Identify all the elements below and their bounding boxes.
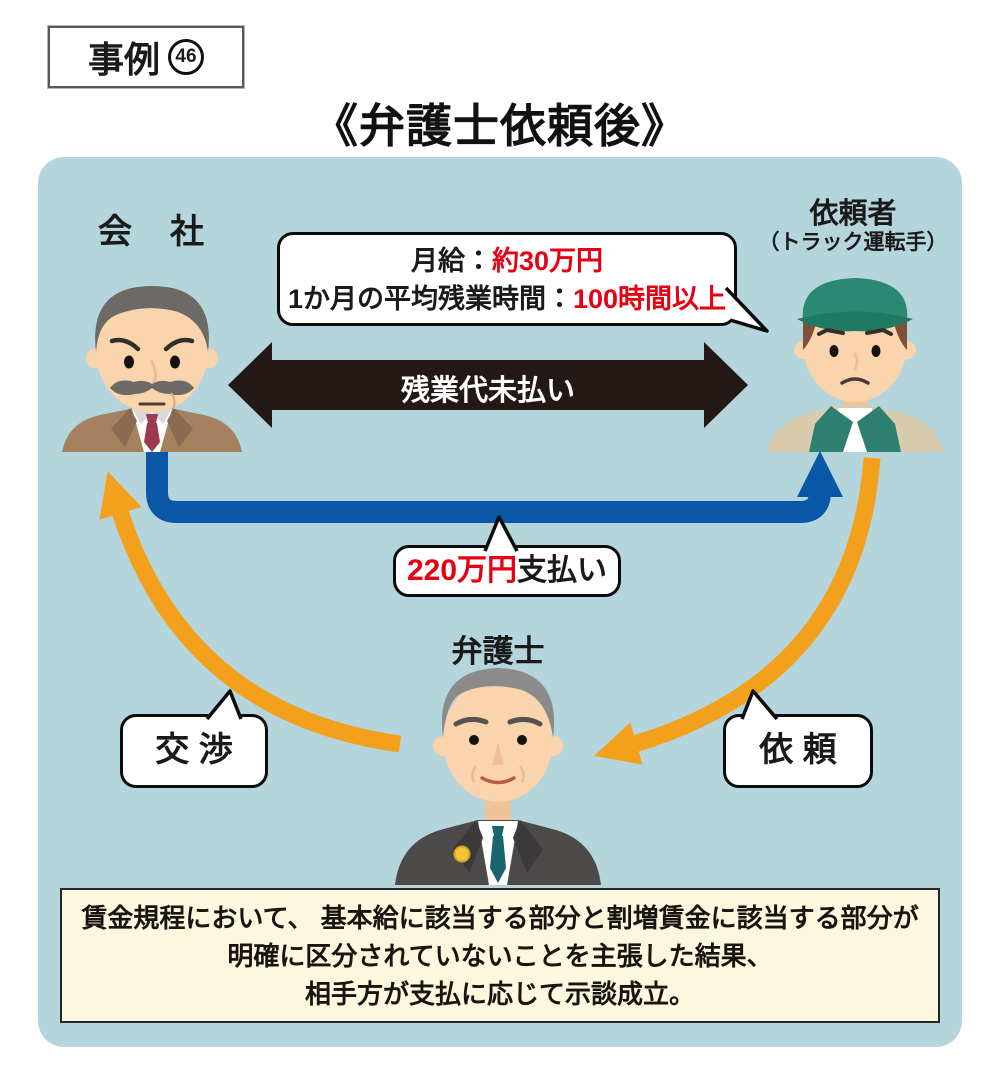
company-lapel-right bbox=[167, 408, 193, 447]
client-hair-right bbox=[894, 322, 907, 350]
lawyer-label: 弁護士 bbox=[451, 634, 545, 669]
lawyer-nose bbox=[492, 742, 504, 765]
dispute-arrow-label: 残業代未払い bbox=[400, 375, 575, 407]
case-number-box: 事例 46 bbox=[48, 26, 244, 88]
negotiation-arrow bbox=[99, 471, 402, 753]
client-label: 依頼者 bbox=[809, 198, 897, 230]
lawyer-badge-icon bbox=[453, 845, 471, 863]
payment-bubble: 220万円支払い bbox=[393, 545, 621, 597]
client-collar-left bbox=[809, 406, 853, 452]
company-hair bbox=[95, 286, 209, 352]
salary-line2: 1か月の平均残業時間：100時間以上 bbox=[280, 280, 734, 318]
client-eye-right bbox=[871, 345, 881, 357]
company-eyebrow-right bbox=[163, 337, 195, 352]
dispute-arrow bbox=[228, 342, 748, 428]
company-label: 会 社 bbox=[98, 213, 206, 251]
lawyer-wrinkle-right bbox=[518, 765, 525, 783]
salary-line1: 月給：約30万円 bbox=[280, 242, 734, 280]
lawyer-lapel-right bbox=[513, 820, 543, 873]
client-collar-right bbox=[857, 406, 901, 452]
company-collar-right bbox=[152, 408, 172, 424]
lawyer-wrinkle-left bbox=[471, 765, 478, 783]
company-tie-knot bbox=[146, 414, 158, 423]
lawyer-face bbox=[443, 678, 553, 802]
client-hair-left bbox=[803, 322, 816, 350]
diagram-artwork bbox=[62, 278, 943, 885]
salary-callout-bubble: 月給：約30万円 1か月の平均残業時間：100時間以上 bbox=[277, 232, 737, 326]
salary-line1-value: 約30万円 bbox=[491, 246, 604, 276]
client-mouth bbox=[840, 377, 870, 385]
result-box: 賃金規程において、 基本給に該当する部分と割増賃金に該当する部分が 明確に区分さ… bbox=[60, 888, 940, 1023]
lawyer-eye-right bbox=[517, 735, 527, 745]
company-collar-left bbox=[132, 408, 152, 424]
lawyer-figure bbox=[395, 668, 601, 885]
salary-line2-label: 1か月の平均残業時間： bbox=[287, 284, 573, 314]
client-eyebrow-right bbox=[865, 327, 893, 336]
company-eyebrow-left bbox=[109, 337, 141, 352]
client-figure bbox=[767, 278, 943, 452]
lawyer-eye-left bbox=[469, 735, 479, 745]
request-arrow bbox=[594, 457, 881, 765]
page-title: 《弁護士依頼後》 bbox=[312, 100, 688, 152]
company-mustache bbox=[110, 380, 194, 396]
payment-amount: 220万円 bbox=[406, 554, 518, 587]
lawyer-tie-knot bbox=[492, 826, 504, 836]
company-lapel-left bbox=[111, 408, 137, 447]
company-tie bbox=[144, 423, 160, 452]
lawyer-mouth bbox=[480, 776, 516, 785]
company-wrinkle bbox=[170, 392, 176, 409]
client-sublabel: （トラック運転手） bbox=[758, 231, 948, 254]
lawyer-eyebrow-left bbox=[453, 716, 489, 727]
lawyer-eyebrow-right bbox=[507, 716, 543, 727]
case-number-circle: 46 bbox=[168, 39, 204, 75]
lawyer-hair bbox=[441, 668, 555, 738]
result-line1: 賃金規程において、 基本給に該当する部分と割増賃金に該当する部分が bbox=[81, 903, 919, 933]
request-bubble: 依 頼 bbox=[723, 714, 873, 788]
salary-line2-value: 100時間以上 bbox=[572, 284, 727, 314]
company-nose bbox=[150, 360, 158, 384]
lawyer-tie bbox=[490, 836, 506, 883]
client-cap bbox=[802, 278, 908, 320]
company-eye-left bbox=[124, 355, 134, 369]
negotiation-bubble: 交 渉 bbox=[120, 714, 268, 788]
client-nose bbox=[853, 352, 859, 371]
company-eye-right bbox=[170, 355, 180, 369]
client-eye-left bbox=[829, 345, 839, 357]
company-figure bbox=[62, 286, 242, 452]
result-line2: 明確に区分されていないことを主張した結果、 bbox=[227, 941, 773, 971]
result-line3: 相手方が支払に応じて示談成立。 bbox=[304, 979, 695, 1009]
case-label: 事例 bbox=[87, 39, 160, 80]
salary-line1-label: 月給： bbox=[410, 246, 492, 276]
payment-arrow bbox=[146, 450, 844, 523]
client-cap-brim bbox=[797, 311, 913, 332]
client-eyebrow-left bbox=[817, 327, 845, 336]
payment-suffix: 支払い bbox=[517, 554, 608, 587]
